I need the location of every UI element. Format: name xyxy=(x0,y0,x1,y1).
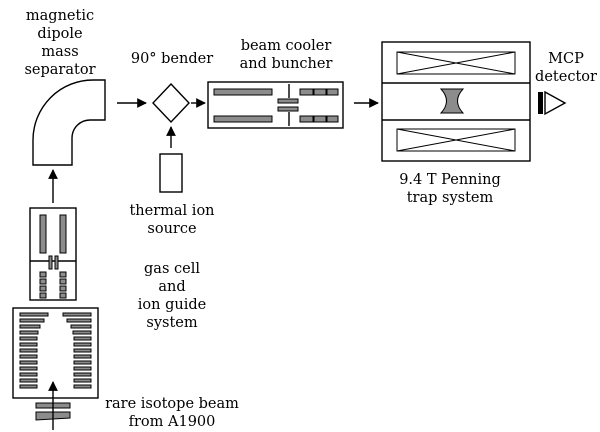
cooler-label-line-2: and buncher xyxy=(240,56,333,72)
beam-label: rare isotope beam from A1900 xyxy=(105,396,239,430)
penning-label-line-2: trap system xyxy=(407,190,494,206)
thermal-label: thermal ion source xyxy=(129,203,214,237)
penning-label: 9.4 T Penning trap system xyxy=(399,172,501,206)
separator-label-line-2: dipole xyxy=(37,26,82,42)
separator-label-line-1: magnetic xyxy=(26,8,94,24)
beam-label-line-1: rare isotope beam xyxy=(105,396,239,412)
separator-label: magnetic dipole mass separator xyxy=(24,8,95,78)
bender-label: 90° bender xyxy=(131,51,213,67)
gascell-label-line-3: ion guide xyxy=(138,297,206,313)
mcp-label-line-2: detector xyxy=(535,69,597,85)
thermal-ion-source xyxy=(159,153,183,193)
thermal-label-line-1: thermal ion xyxy=(129,203,214,219)
penning-trap-electrode xyxy=(439,88,465,114)
ion-guide-system xyxy=(29,207,77,301)
mcp-label: MCP detector xyxy=(535,51,597,85)
mcp-label-line-1: MCP xyxy=(548,51,584,67)
penning-label-line-1: 9.4 T Penning xyxy=(399,172,501,188)
separator-label-line-4: separator xyxy=(24,62,95,78)
bender-diamond xyxy=(152,82,190,124)
gascell-label-line-4: system xyxy=(146,315,197,331)
dipole-magnet xyxy=(32,79,106,166)
penning-trap-system xyxy=(381,41,531,162)
separator-label-line-3: mass xyxy=(41,44,78,60)
gascell-label-line-2: and xyxy=(158,279,185,295)
gas-cell xyxy=(12,307,99,399)
beam-label-line-2: from A1900 xyxy=(129,414,216,430)
cooler-label: beam cooler and buncher xyxy=(240,38,333,72)
mcp-detector xyxy=(538,90,567,116)
cooler-label-line-1: beam cooler xyxy=(241,38,332,54)
gascell-label: gas cell and ion guide system xyxy=(138,261,206,331)
beam-cooler-buncher xyxy=(207,81,344,129)
gascell-label-line-1: gas cell xyxy=(144,261,200,277)
thermal-label-line-2: source xyxy=(147,221,196,237)
